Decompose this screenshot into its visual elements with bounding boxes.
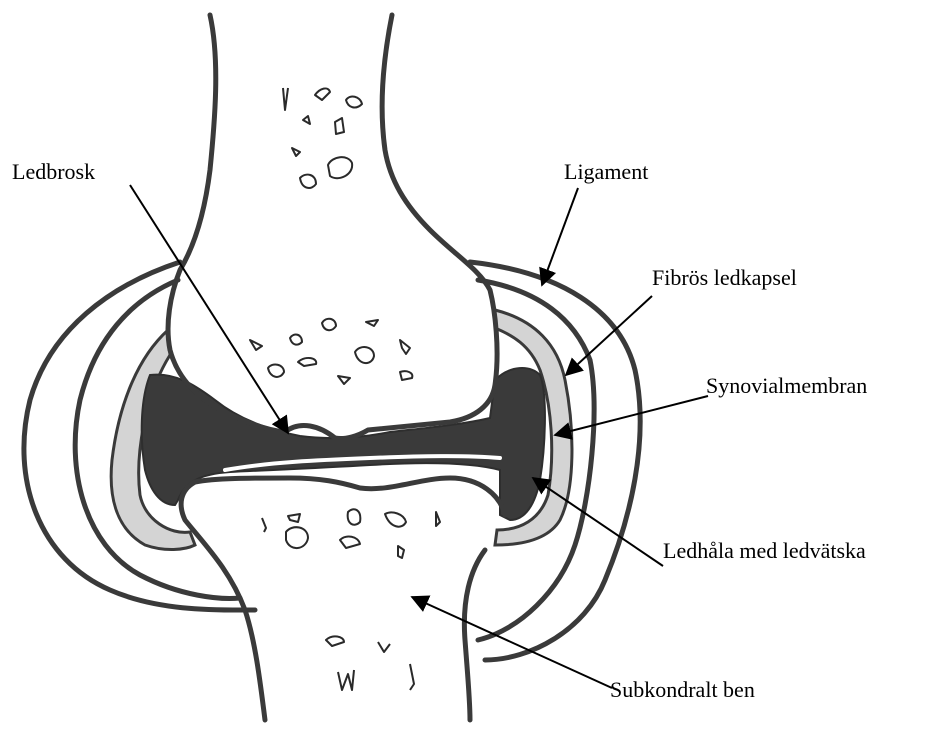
arrow-ligament [542,188,578,285]
label-ledhala: Ledhåla med ledvätska [663,538,866,563]
bone-pores-upper [250,88,412,384]
label-subkondralt-ben: Subkondralt ben [610,677,755,702]
lower-bone-outline-right [464,550,485,720]
label-fibros-ledkapsel: Fibrös ledkapsel [652,265,797,290]
label-ledbrosk: Ledbrosk [12,159,95,184]
arrow-synovialmembran [555,396,708,435]
arrow-subkondralt-ben [412,597,612,688]
bone-pores-lower [262,509,440,690]
label-ligament: Ligament [564,159,648,184]
joint-cavity-fluid [142,368,545,520]
label-synovialmembran: Synovialmembran [706,373,867,398]
upper-bone-outline [168,15,497,439]
